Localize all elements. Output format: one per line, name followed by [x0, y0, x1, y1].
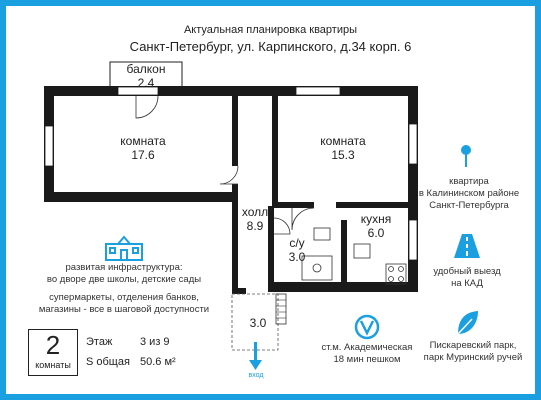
feature-park: Пискаревский парк,парк Муринский ручей	[423, 340, 523, 363]
location-pin-icon	[461, 145, 471, 167]
school-building-icon	[105, 235, 143, 261]
door-swings	[135, 95, 315, 235]
rooms-count-label: комнаты	[35, 360, 71, 370]
area-label: S общая	[86, 356, 130, 368]
rooms-count-box: 2 комнаты	[28, 329, 78, 376]
entry-area-label: 3.0	[249, 316, 267, 330]
stove	[385, 263, 407, 285]
floor-value: 3 из 9	[140, 336, 170, 348]
area-value: 50.6 м²	[140, 356, 176, 368]
radiator	[275, 293, 287, 325]
shower	[301, 255, 333, 281]
windows	[44, 86, 418, 261]
header-line-2: Санкт-Петербург, ул. Карпинского, д.34 к…	[129, 39, 412, 54]
road-icon	[454, 234, 480, 258]
entry-label: вход	[248, 372, 264, 379]
metro-icon	[354, 314, 380, 340]
feature-infrastructure: развитая инфраструктура:во дворе две шко…	[46, 262, 202, 285]
leaf-icon	[457, 311, 478, 335]
floor-plan-card: Актуальная планировка квартиры Санкт-Пет…	[6, 6, 535, 394]
rooms-count: 2	[45, 330, 61, 360]
feature-shops: супермаркеты, отделения банков,магазины …	[38, 292, 210, 315]
header-line-1: Актуальная планировка квартиры	[183, 24, 358, 36]
floor-plan	[44, 61, 418, 370]
floor-label: Этаж	[86, 336, 113, 348]
entry-arrow-icon	[249, 342, 262, 370]
kitchen-sink	[353, 243, 371, 259]
bath-sink	[313, 227, 331, 241]
